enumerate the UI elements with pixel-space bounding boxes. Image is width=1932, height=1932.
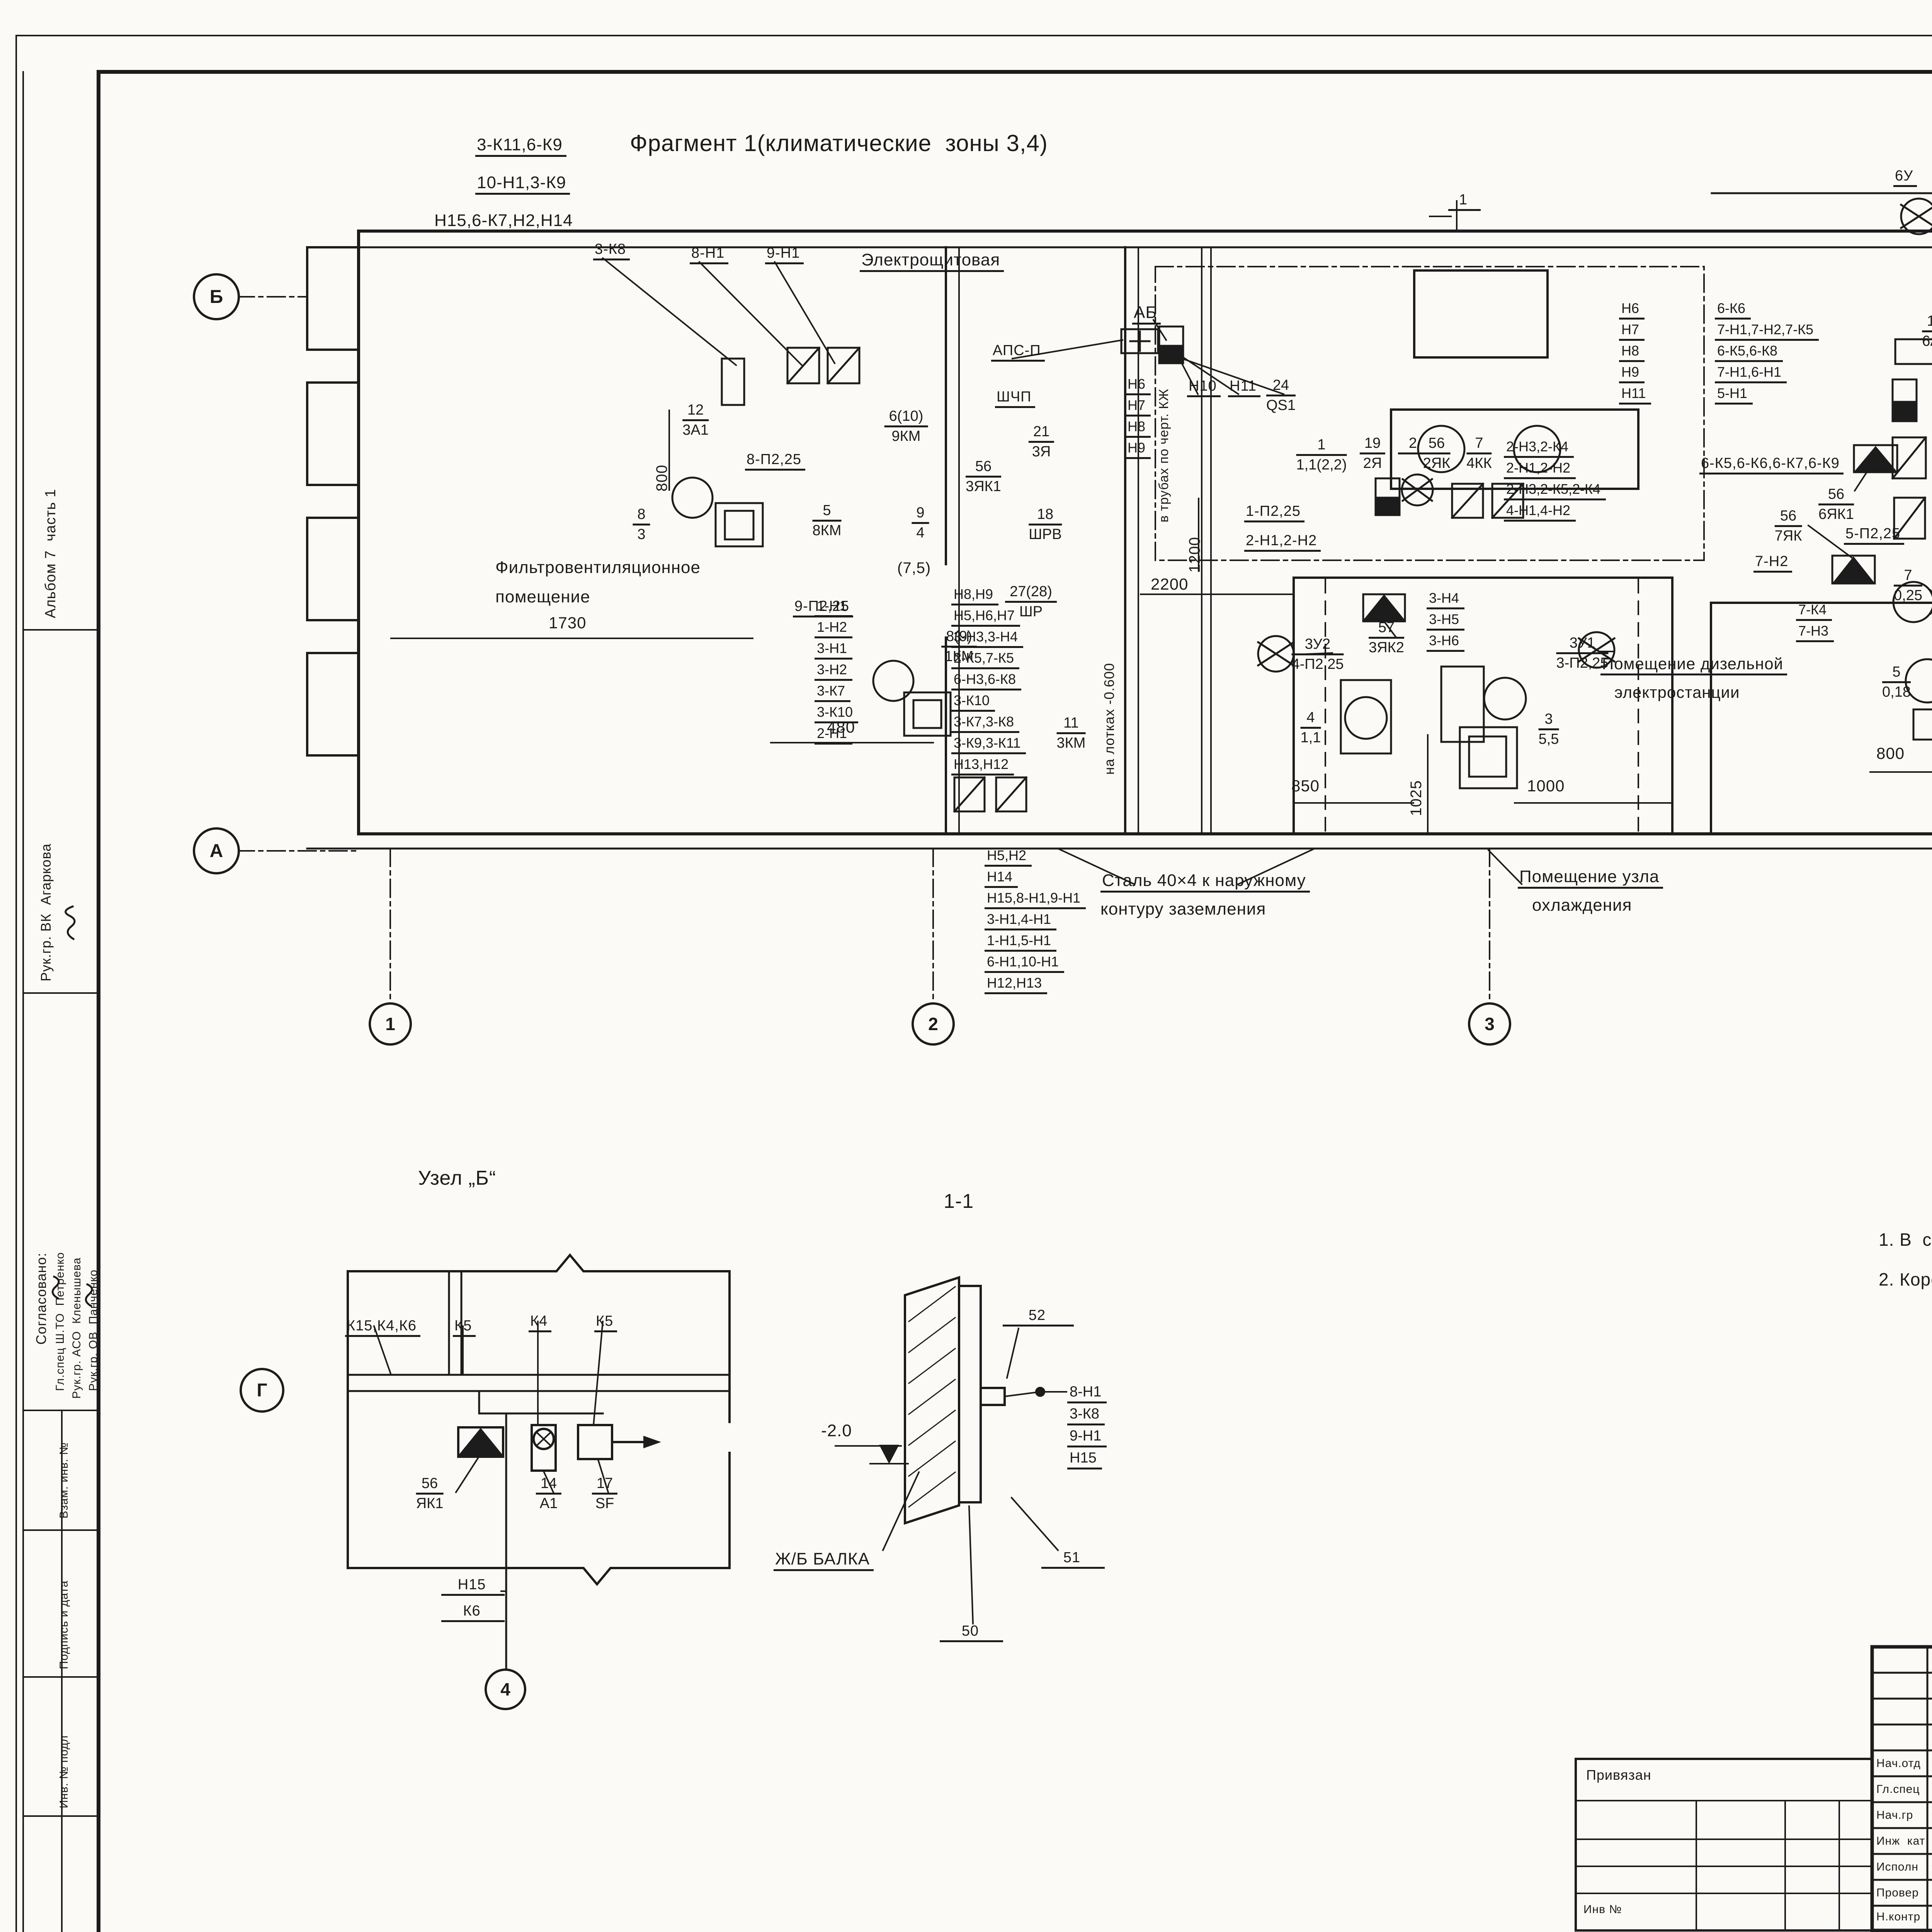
detail-b-lines — [347, 1253, 731, 1671]
plan-walls — [236, 192, 1932, 1005]
frame — [15, 35, 1932, 1932]
signatures — [51, 905, 93, 1308]
plan-equipment — [671, 197, 1932, 813]
dimensions — [390, 200, 1932, 885]
title-block-lines — [1575, 1645, 1932, 1932]
section-lines — [835, 1276, 1067, 1625]
